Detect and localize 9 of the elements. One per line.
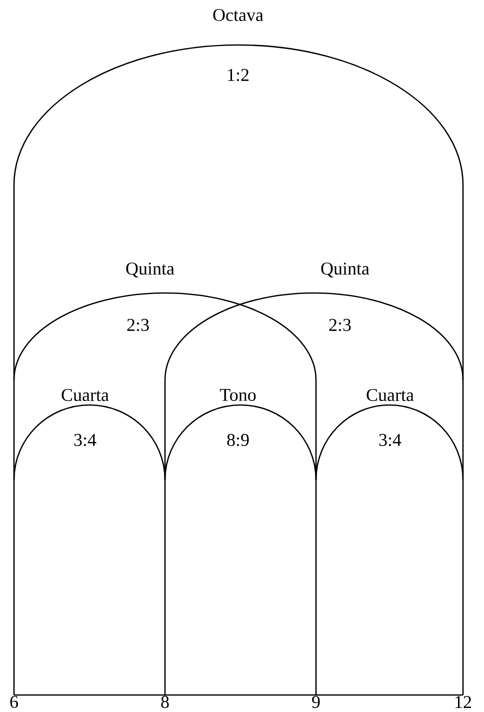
arch: Cuarta 3:4 [13, 388, 166, 480]
axis-number: 12 [456, 696, 471, 708]
axis-number: 8 [161, 696, 169, 708]
axis-number: 9 [312, 696, 320, 708]
arch: Cuarta 3:4 [315, 388, 464, 480]
arch: Tono 8:9 [164, 389, 317, 480]
axis-number: 6 [10, 696, 18, 708]
arch: Octava 1:2 [13, 8, 464, 186]
arch: Quinta 2:3 [13, 262, 317, 380]
